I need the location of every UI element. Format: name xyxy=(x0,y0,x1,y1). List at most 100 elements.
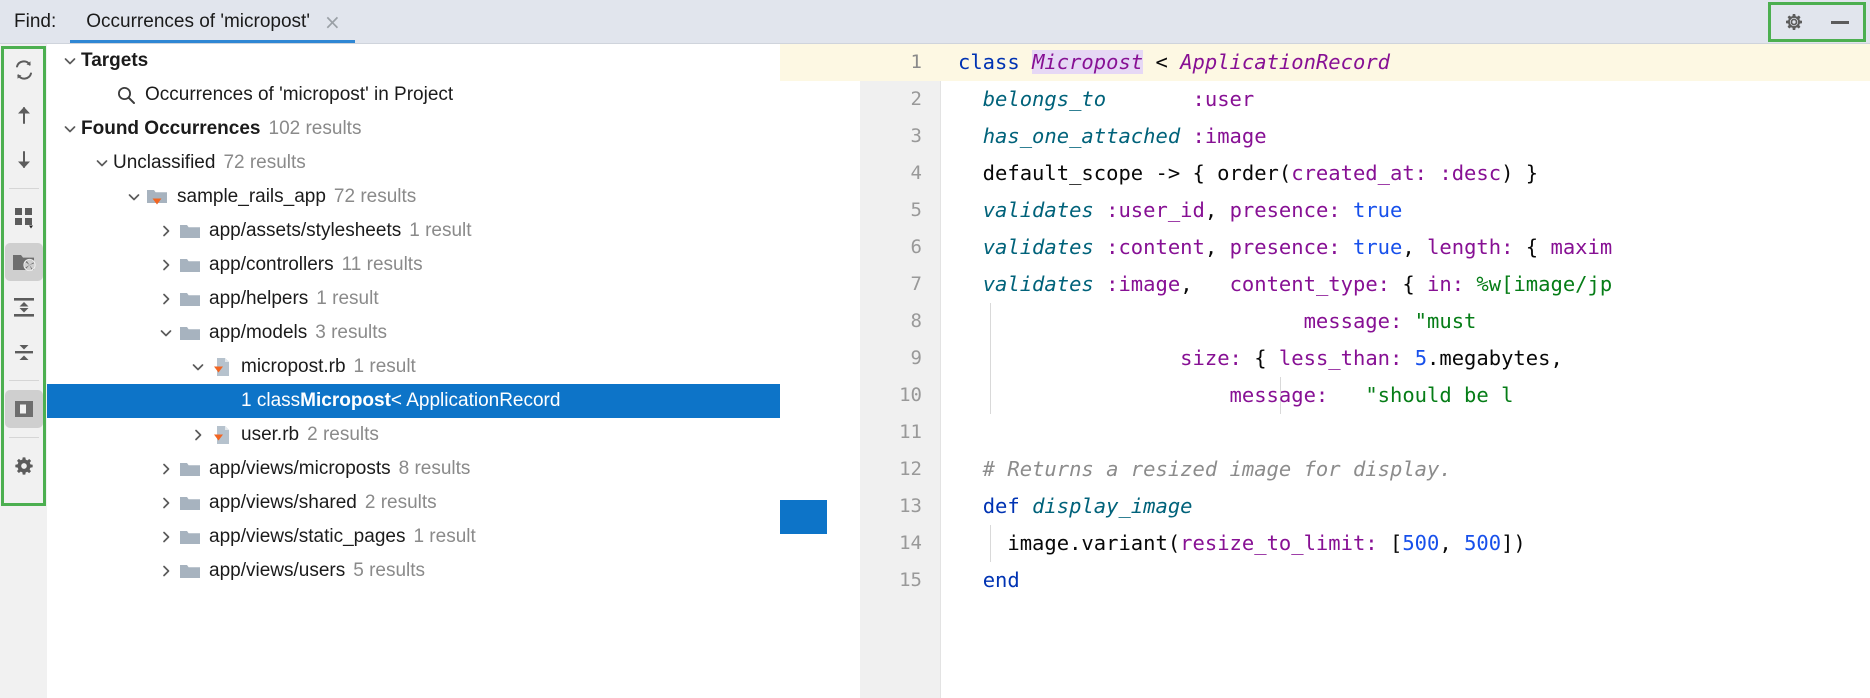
tree-row[interactable]: app/views/users 5 results xyxy=(47,554,780,588)
tree-twisty-right[interactable] xyxy=(155,461,177,477)
tree-row-label: user.rb xyxy=(241,424,300,445)
tree-twisty-down[interactable] xyxy=(155,325,177,341)
indent-guide xyxy=(990,525,991,562)
tree-twisty-right[interactable] xyxy=(155,257,177,273)
tree-row-count: 5 results xyxy=(353,560,426,581)
filter-results-button[interactable] xyxy=(4,243,43,281)
code-line[interactable]: 14 image.variant(resize_to_limit: [500, … xyxy=(780,525,1870,562)
tab-occurrences[interactable]: Occurrences of 'micropost' × xyxy=(70,0,356,44)
code-line[interactable]: 7 validates :image, content_type: { in: … xyxy=(780,266,1870,303)
tree-row-count: 102 results xyxy=(268,118,362,139)
tree-row[interactable]: Targets xyxy=(47,44,780,78)
tree-twisty-down[interactable] xyxy=(59,121,81,137)
tree-twisty-down[interactable] xyxy=(91,155,113,171)
chevron-down-icon xyxy=(128,194,140,201)
module-folder-icon xyxy=(147,190,167,205)
tree-twisty-down[interactable] xyxy=(59,53,81,69)
code-token xyxy=(1402,346,1414,370)
code-text: image.variant(resize_to_limit: [500, 500… xyxy=(958,525,1525,562)
tree-twisty-right[interactable] xyxy=(155,529,177,545)
code-line[interactable]: 10 message: "should be l xyxy=(780,377,1870,414)
tree-row-count: 2 results xyxy=(307,424,379,445)
code-token: %w[image/jp xyxy=(1464,272,1613,296)
folder-node-icon xyxy=(177,561,203,581)
folder-node-icon xyxy=(177,289,203,309)
gutter-divider xyxy=(940,44,941,698)
tree-row-count: 72 results xyxy=(223,152,306,173)
tree-twisty-down[interactable] xyxy=(187,359,209,375)
code-token xyxy=(1094,272,1106,296)
code-line[interactable]: 13 def display_image xyxy=(780,488,1870,525)
tree-twisty-down[interactable] xyxy=(123,189,145,205)
preview-panel-button[interactable] xyxy=(4,390,43,428)
window-controls xyxy=(1768,2,1866,42)
line-number: 12 xyxy=(899,458,922,480)
collapse-all-button[interactable] xyxy=(5,333,43,371)
code-token: message: xyxy=(1229,383,1329,407)
tree-twisty-right[interactable] xyxy=(155,223,177,239)
tree-row-count: 72 results xyxy=(333,186,417,207)
next-occurrence-button[interactable] xyxy=(5,141,43,179)
code-line[interactable]: 11 xyxy=(780,414,1870,451)
code-token: [ xyxy=(1377,531,1403,555)
code-line[interactable]: 9 size: { less_than: 5.megabytes, xyxy=(780,340,1870,377)
code-token: less_than: xyxy=(1278,346,1403,370)
expand-all-button[interactable] xyxy=(5,288,43,326)
code-line[interactable]: 8 message: "must xyxy=(780,303,1870,340)
tree-row-label: app/views/users xyxy=(209,560,346,581)
group-by-button[interactable] xyxy=(5,198,43,236)
code-token: "should be l xyxy=(1365,383,1514,407)
line-number: 8 xyxy=(910,310,922,332)
code-text: has_one_attached :image xyxy=(958,118,1267,155)
code-line[interactable]: 4 default_scope -> { order(created_at: :… xyxy=(780,155,1870,192)
tree-row-label: Found Occurrences xyxy=(81,118,261,139)
tree-row[interactable]: Occurrences of 'micropost' in Project xyxy=(47,78,780,112)
code-token: default_scope -> { order( xyxy=(958,161,1292,185)
code-line[interactable]: 6 validates :content, presence: true, le… xyxy=(780,229,1870,266)
tree-twisty-right[interactable] xyxy=(155,291,177,307)
rerun-search-button[interactable] xyxy=(5,51,43,89)
code-line[interactable]: 2 belongs_to :user xyxy=(780,81,1870,118)
code-line[interactable]: 5 validates :user_id, presence: true xyxy=(780,192,1870,229)
code-token xyxy=(1094,235,1106,259)
code-token xyxy=(1402,309,1414,333)
line-number: 10 xyxy=(899,384,922,406)
code-token xyxy=(1341,198,1353,222)
folder-node-icon xyxy=(177,255,203,275)
close-icon[interactable]: × xyxy=(323,10,341,34)
selection-continuation xyxy=(780,500,827,534)
code-line[interactable]: 15 end xyxy=(780,562,1870,599)
code-line[interactable]: 3 has_one_attached :image xyxy=(780,118,1870,155)
tree-twisty-right[interactable] xyxy=(155,495,177,511)
tree-row[interactable]: Found Occurrences 102 results xyxy=(47,112,780,146)
settings-button[interactable] xyxy=(5,447,43,485)
tree-row-label: Occurrences of 'micropost' in Project xyxy=(145,84,454,105)
tree-row[interactable]: user.rb 2 results xyxy=(47,418,780,452)
tree-row-label: app/views/static_pages xyxy=(209,526,406,547)
match-suffix: < ApplicationRecord xyxy=(390,390,561,411)
previous-occurrence-button[interactable] xyxy=(5,96,43,134)
settings-gear-button[interactable] xyxy=(1771,5,1817,39)
code-text: message: "should be l xyxy=(958,377,1514,414)
code-line[interactable]: 12 # Returns a resized image for display… xyxy=(780,451,1870,488)
filter-folder-icon xyxy=(12,255,36,272)
code-token: content_type: xyxy=(1229,272,1391,296)
search-node-icon xyxy=(113,84,139,106)
tree-twisty-right[interactable] xyxy=(155,563,177,579)
tree-twisty-right[interactable] xyxy=(187,427,209,443)
minimize-button[interactable] xyxy=(1817,5,1863,39)
tree-row-selected[interactable]: 1 class Micropost < ApplicationRecord xyxy=(47,384,780,418)
